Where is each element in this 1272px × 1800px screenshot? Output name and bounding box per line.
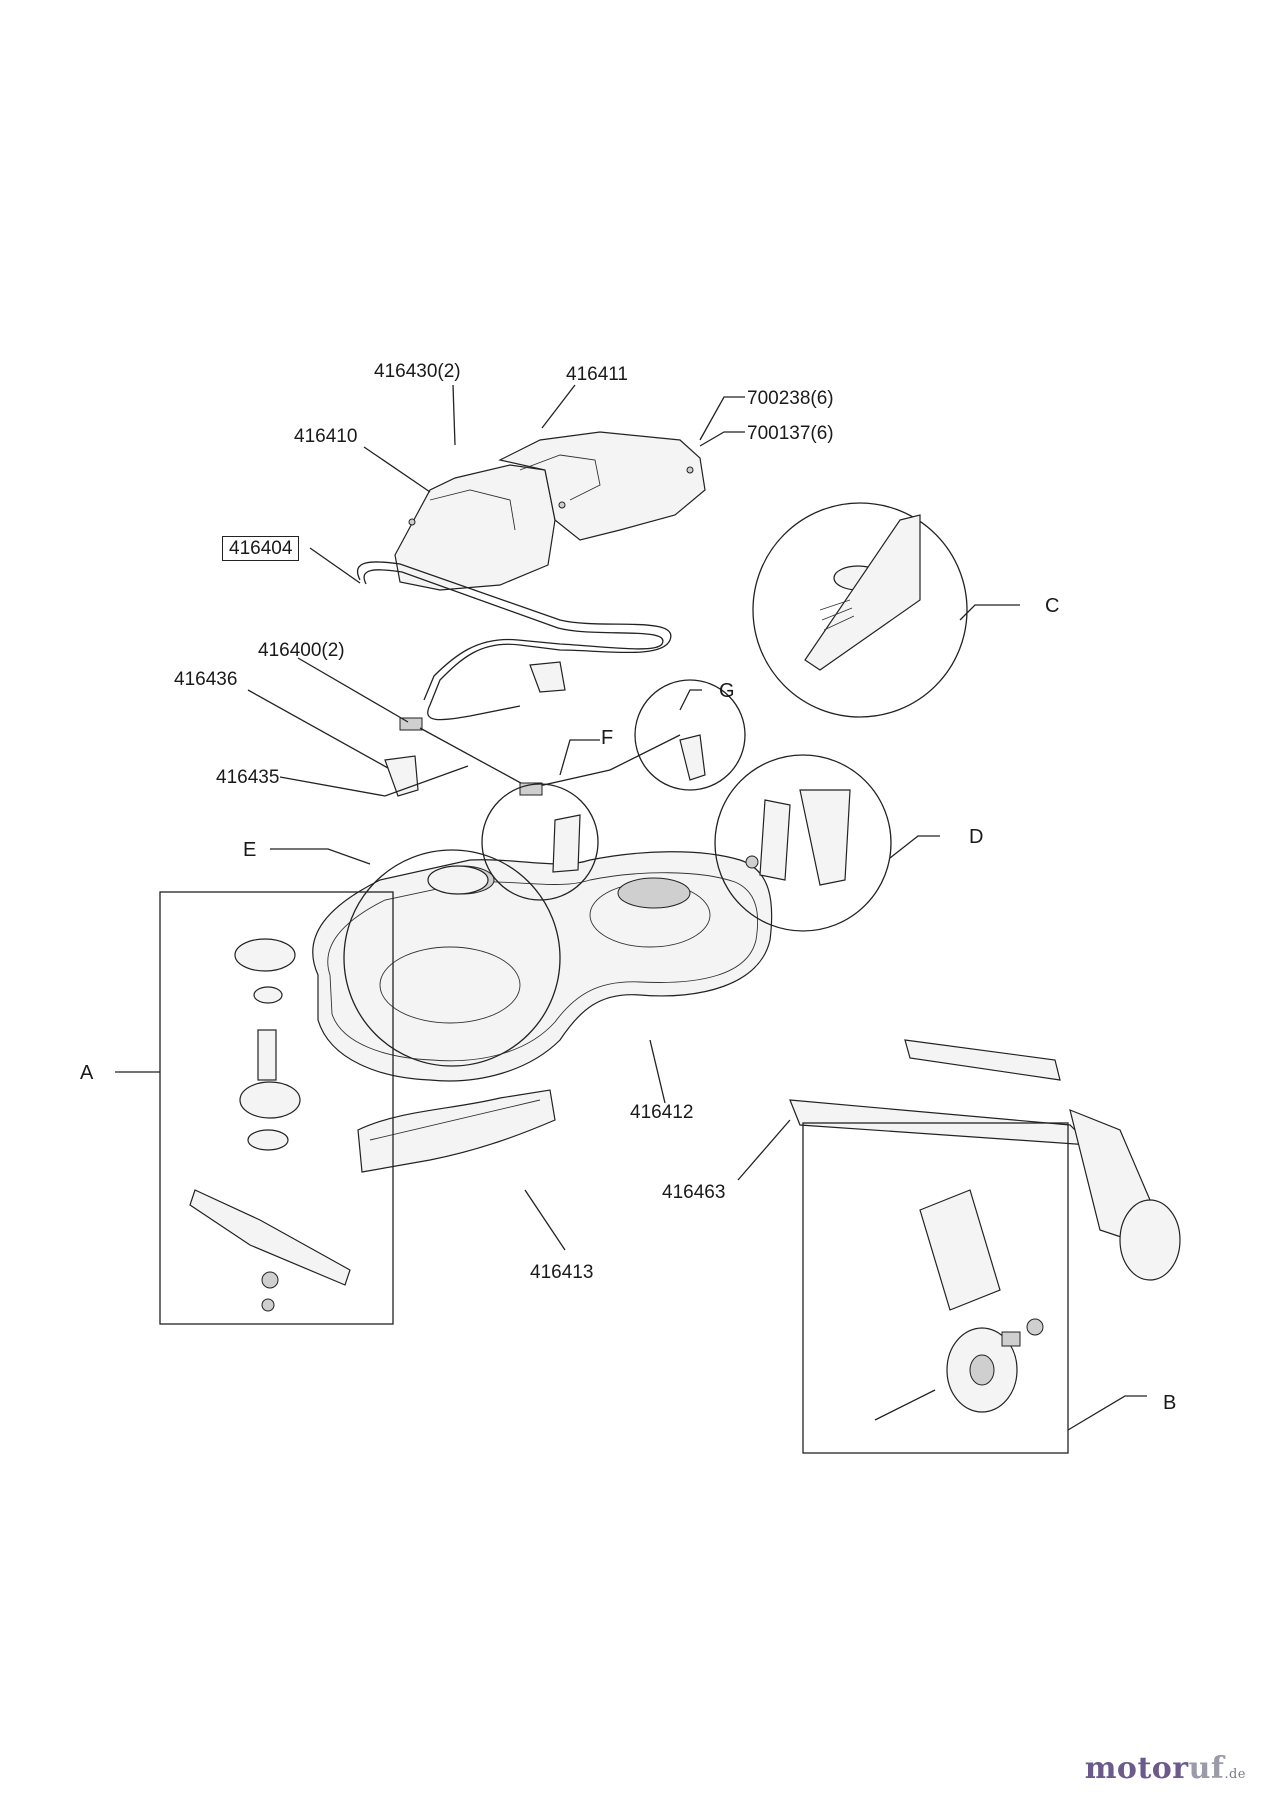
part-number-416436: 416436: [174, 669, 238, 690]
part-number-416413: 416413: [530, 1262, 594, 1283]
view-label-e: E: [243, 839, 257, 861]
idler-assembly: [384, 661, 681, 797]
detail-box-a: [159, 891, 394, 1325]
detail-box-b: [802, 1122, 1069, 1454]
part-number-416463: 416463: [662, 1182, 726, 1203]
part-number-416400: 416400(2): [258, 640, 345, 661]
part-number-416435: 416435: [216, 767, 280, 788]
detail-efg-contents: [427, 734, 706, 895]
part-number-416412: 416412: [630, 1102, 694, 1123]
spindle-parts: [189, 938, 351, 1312]
cutting-deck: [312, 851, 773, 1082]
wheel-parts: [874, 1318, 1044, 1421]
deck-guard: [357, 1089, 556, 1173]
part-number-700137: 700137(6): [747, 423, 834, 444]
part-number-416430: 416430(2): [374, 361, 461, 382]
detail-circle-c: [752, 502, 968, 718]
detail-c-contents: [804, 514, 921, 671]
part-number-416411: 416411: [566, 364, 628, 385]
view-label-b: B: [1163, 1392, 1177, 1414]
view-label-c: C: [1045, 595, 1060, 617]
detail-d-contents: [745, 789, 851, 886]
leader-lines: [115, 384, 1147, 1431]
view-label-a: A: [80, 1062, 94, 1084]
view-label-d: D: [969, 826, 984, 848]
part-number-700238: 700238(6): [747, 388, 834, 409]
detail-circle-e: [343, 849, 561, 1067]
view-label-g: G: [719, 680, 735, 702]
part-number-416410: 416410: [294, 426, 358, 447]
detail-circle-g: [634, 679, 746, 791]
detail-circle-f: [481, 783, 599, 901]
belt-cover: [394, 431, 706, 591]
part-number-416404: 416404: [222, 536, 300, 561]
drive-belt: [357, 561, 672, 721]
watermark-logo: motoruf.de: [1084, 1751, 1246, 1786]
detail-circle-d: [714, 754, 892, 932]
wheel-bracket: [789, 1039, 1181, 1311]
view-label-f: F: [601, 727, 614, 749]
